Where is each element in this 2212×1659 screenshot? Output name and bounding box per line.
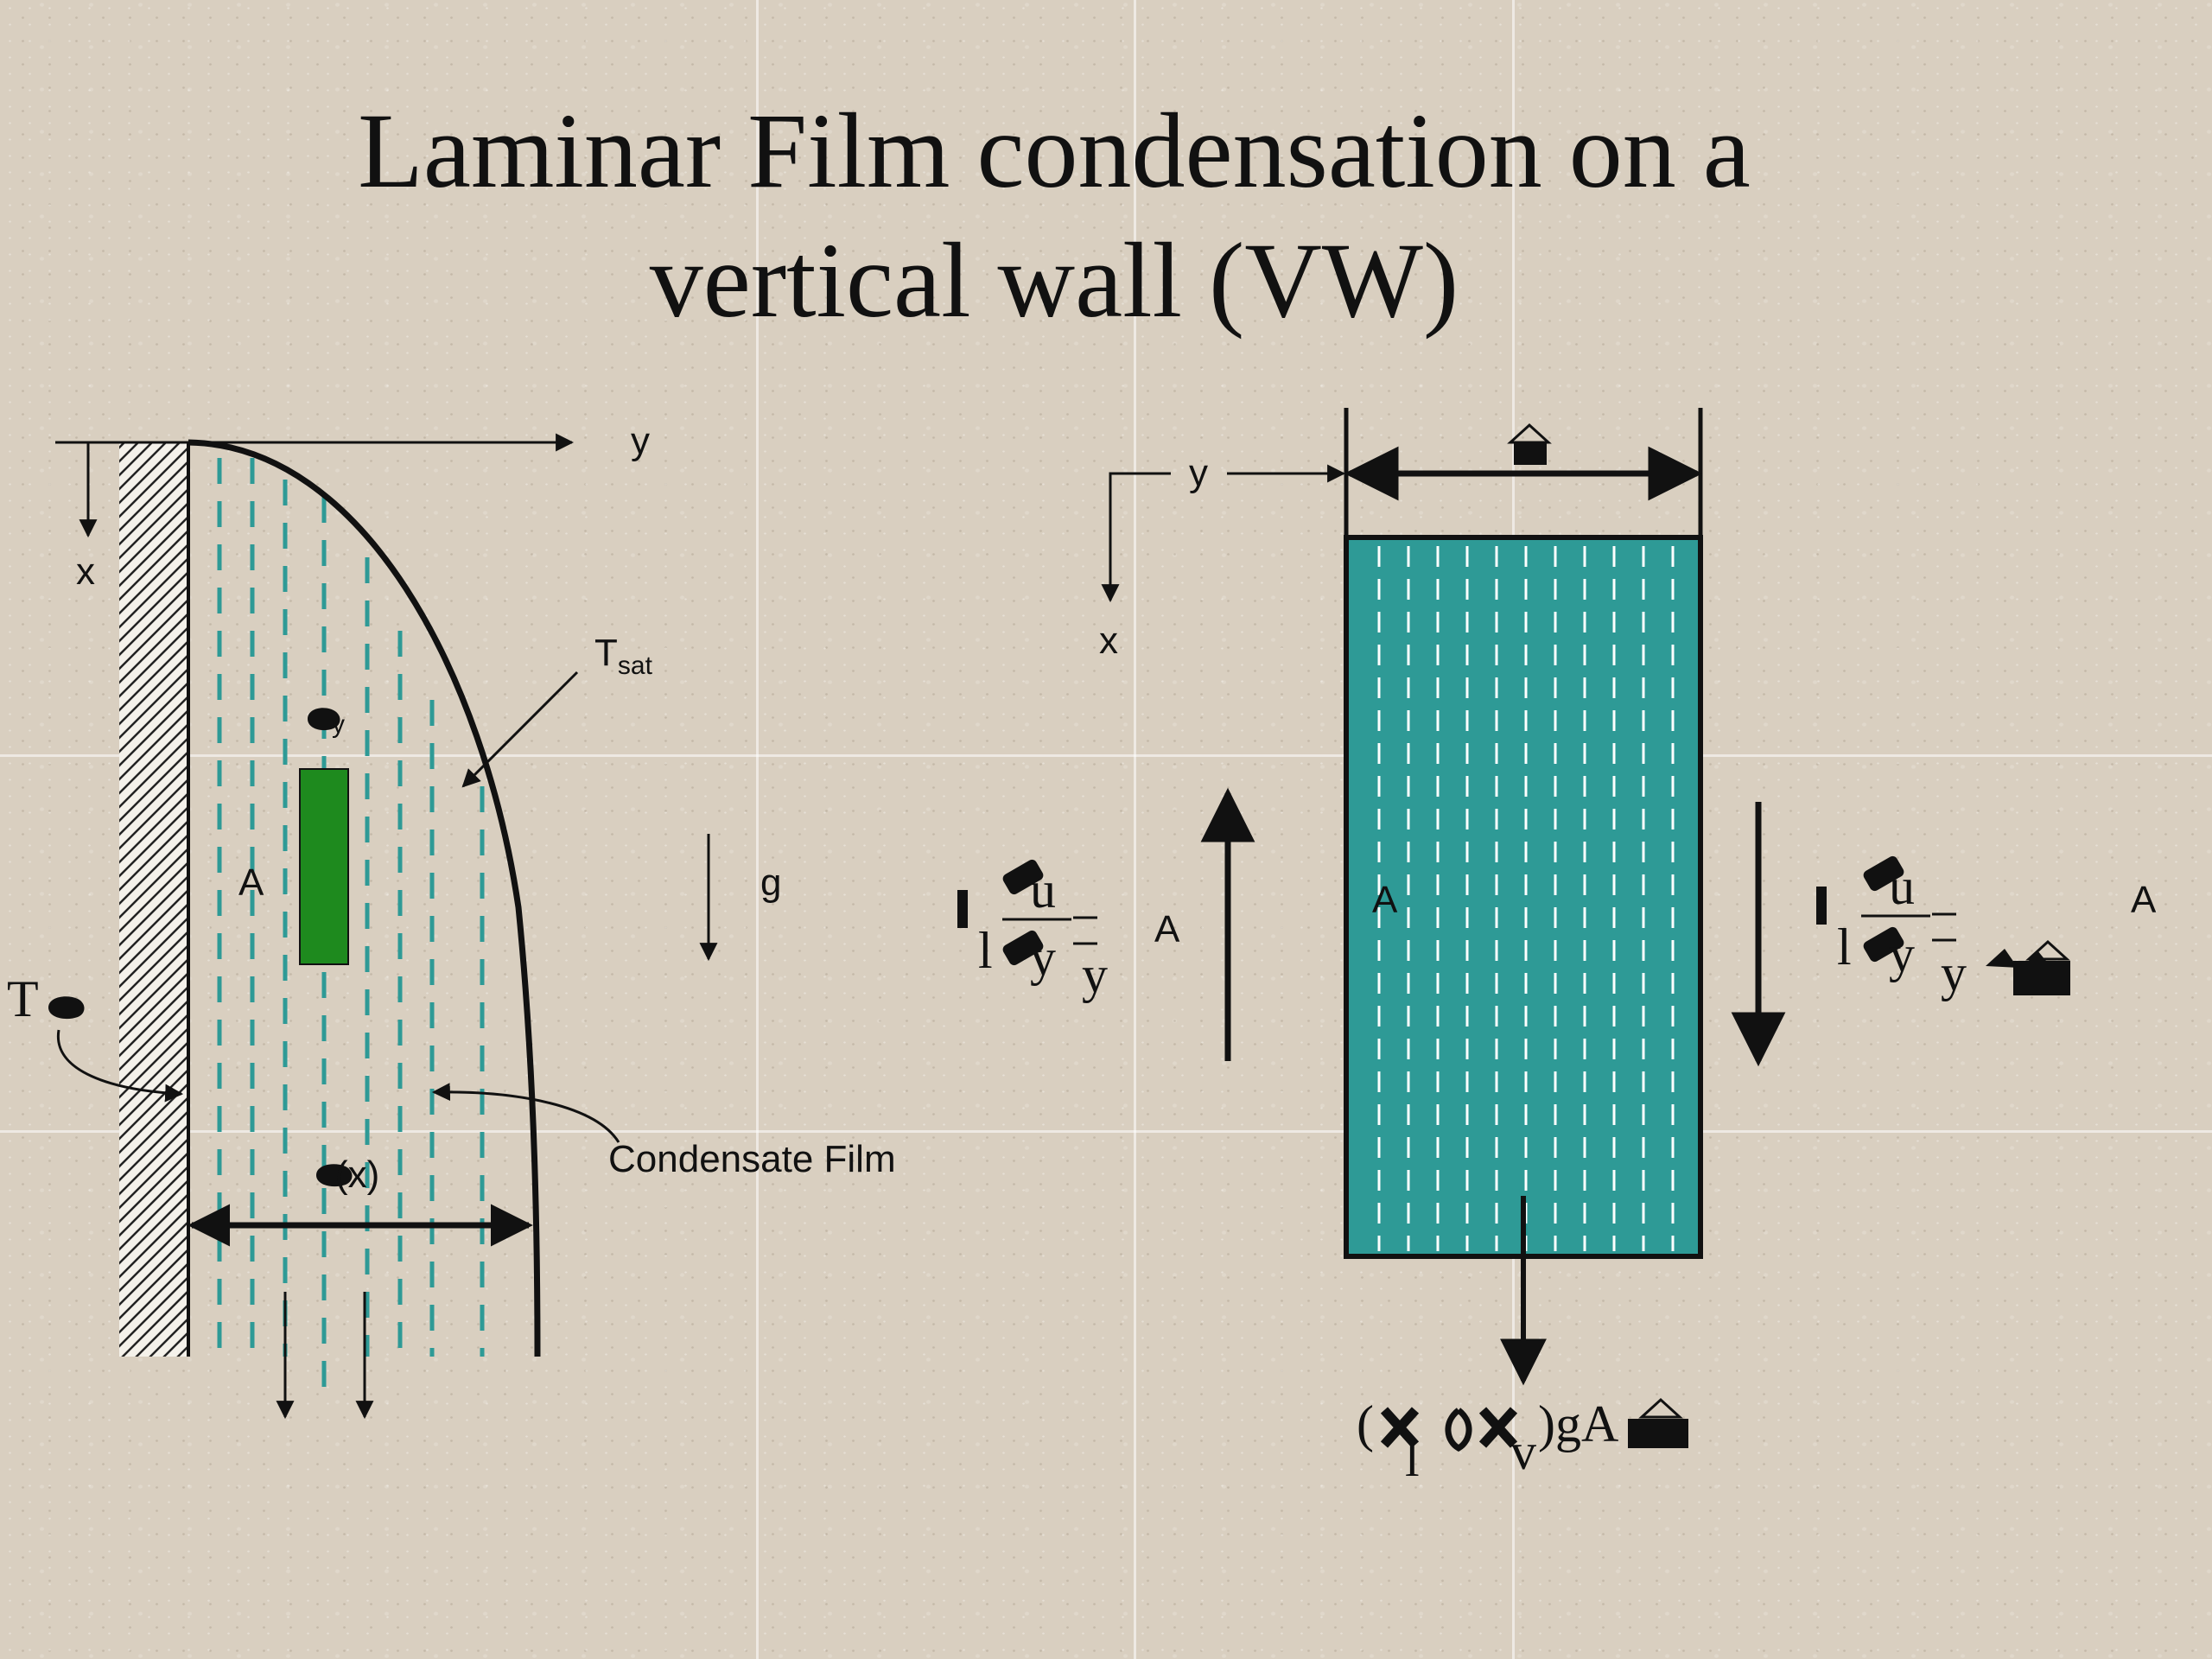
shear-left-top: u (1030, 861, 1056, 918)
t-sat-pointer (461, 671, 579, 788)
shear-right-top: u (1889, 858, 1915, 915)
body-force-sub-v: v (1510, 1423, 1536, 1480)
shear-left-mu: l (978, 922, 993, 979)
shear-left-at: y (1082, 946, 1108, 1003)
film-boundary-curve (188, 439, 541, 1357)
minus-symbol (1445, 1408, 1472, 1452)
left-area-label: A (238, 861, 264, 904)
width-delta-symbol (1507, 423, 1552, 465)
body-force-rest: )gA (1538, 1395, 1618, 1452)
wall-temp-symbol (48, 996, 85, 1020)
right-area-left-outer: A (1154, 908, 1180, 950)
right-axis-corner (1101, 472, 1171, 603)
shear-expression-left: l u y y A (957, 859, 1180, 1003)
shear-right-at: y (1941, 944, 1967, 1001)
grid-line-h2 (0, 1130, 2212, 1133)
left-diagram: y x Tsat y A g T Condensate Film (x) (7, 420, 896, 1420)
gravity-label: g (760, 861, 781, 904)
t-sat-subscript: sat (618, 652, 653, 680)
condensate-film-label: Condensate Film (608, 1138, 896, 1180)
t-sat-label: Tsat (594, 632, 653, 680)
film-streamlines (217, 458, 485, 1400)
right-area-center: A (1372, 879, 1398, 921)
shear-right-mu: l (1837, 918, 1852, 976)
delta-y-symbol (1986, 939, 2070, 995)
element-dy-label: y (332, 710, 345, 739)
shear-expression-right: l u y y A (1816, 855, 2157, 1001)
control-volume (1344, 535, 1703, 1259)
shear-left-bottom: y (1030, 929, 1056, 986)
body-force-delta-symbol (1628, 1397, 1688, 1448)
left-axis-x-label: x (76, 550, 95, 593)
grid-line-v1 (756, 0, 759, 1659)
right-axis-y-label: y (1189, 452, 1208, 494)
control-volume-streamlines (1377, 546, 1675, 1251)
slide-title: Laminar Film condensation on a vertical … (0, 86, 2108, 346)
wall-hatch (119, 442, 188, 1357)
thickness-symbol (316, 1164, 353, 1187)
rho-v-symbol (1478, 1407, 1518, 1448)
right-axis-x-label: x (1099, 620, 1118, 662)
element-dy-symbol (308, 708, 340, 731)
condensate-film-pointer (431, 1083, 620, 1143)
right-diagram: y x A (957, 408, 2157, 1487)
fluid-element (299, 768, 349, 965)
shear-right-bottom: y (1889, 925, 1915, 982)
right-area-right-outer: A (2131, 879, 2157, 921)
grid-line-v2 (1134, 0, 1136, 1659)
body-force-open: ( (1357, 1395, 1374, 1452)
title-line-2: vertical wall (VW) (649, 221, 1459, 340)
title-line-1: Laminar Film condensation on a (358, 92, 1751, 210)
rho-l-symbol (1380, 1407, 1420, 1448)
body-force-sub-l: l (1405, 1430, 1420, 1487)
wall-temp-label: T (7, 970, 39, 1027)
left-axis-y-label: y (631, 420, 650, 462)
thickness-label: (x) (335, 1154, 379, 1196)
grid-line-h1 (0, 754, 2212, 757)
body-force-expression: ( l v )gA (1357, 1395, 1688, 1487)
wall-temp-pointer (56, 1029, 184, 1103)
